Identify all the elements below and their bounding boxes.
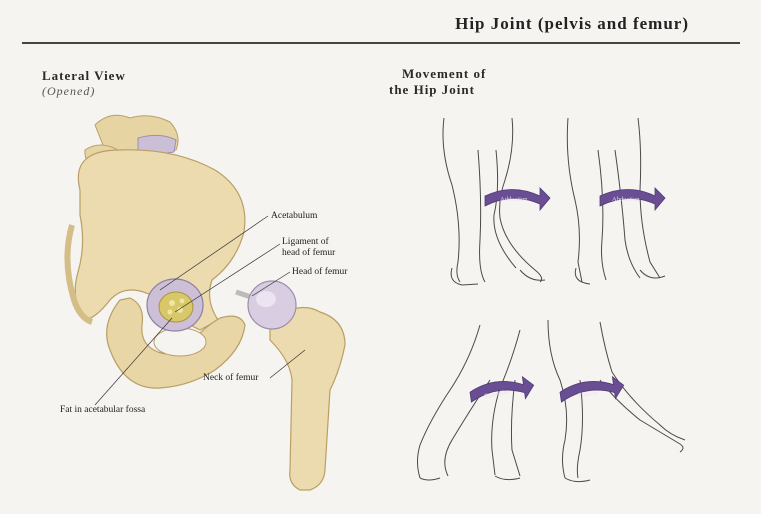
movement-heading-line2: the Hip Joint — [389, 82, 475, 97]
movement-heading-line1: Movement of — [402, 66, 487, 81]
lateral-view-subheading: (Opened) — [42, 84, 96, 98]
abduction-caption: Abduction — [612, 196, 640, 203]
adduction-arrow — [484, 187, 551, 212]
title-rule — [22, 42, 740, 44]
femur — [247, 280, 346, 491]
abduction-arrow — [599, 187, 666, 212]
pubis-ischium — [106, 297, 246, 389]
page-title: Hip Joint (pelvis and femur) — [455, 14, 689, 33]
acetabulum-socket — [146, 278, 204, 332]
neck-of-femur-label: Neck of femur — [203, 373, 259, 383]
leader-lines — [94, 215, 306, 406]
acetabulum-label: Acetabulum — [271, 211, 318, 221]
adduction-caption: Adduction — [500, 196, 528, 203]
fat-in-acetabular-fossa-label: Fat in acetabular fossa — [60, 405, 146, 415]
lateral-view-heading: Lateral View — [42, 68, 126, 83]
ligament-label-line1: Ligament of — [282, 237, 329, 247]
ligament-label-line2: head of femur — [282, 248, 336, 258]
movement-arrows — [469, 187, 666, 403]
flexion-arrow — [559, 375, 625, 403]
head-of-femur-label: Head of femur — [292, 267, 348, 277]
extension-arrow — [469, 375, 535, 403]
flexion-caption: Flexion — [578, 390, 599, 400]
movement-figures — [417, 117, 686, 483]
